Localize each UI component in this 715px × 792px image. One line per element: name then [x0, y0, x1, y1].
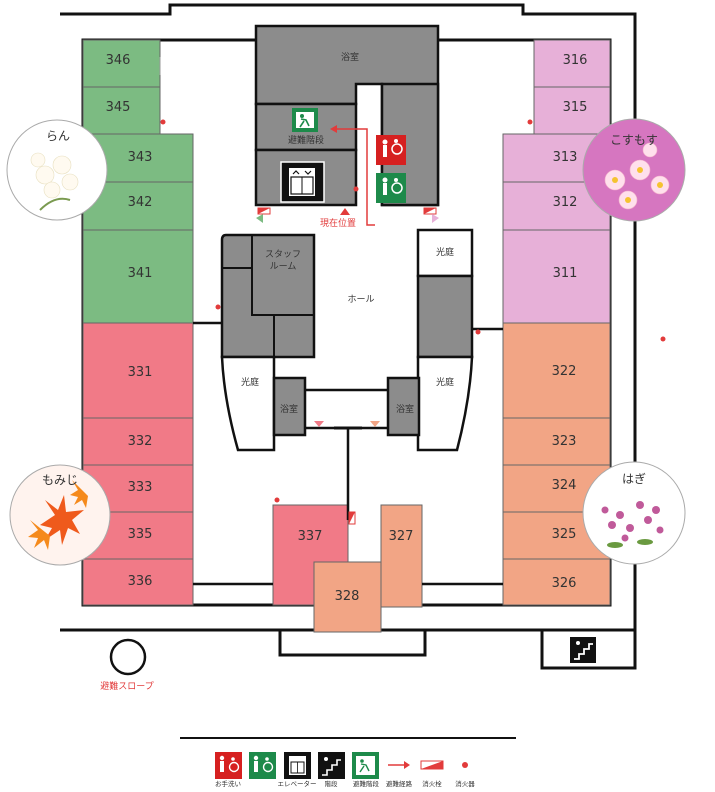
room-label-335: 335 [128, 527, 153, 542]
stairs-icon [570, 637, 596, 663]
badge-kosumosu-label: こすもす [610, 133, 658, 147]
fire-hydrant-markers [256, 207, 439, 525]
courtyard-right-top-label: 光庭 [436, 246, 454, 258]
right-courtyard: 光庭 浴室 [386, 355, 474, 452]
room-323 [502, 417, 611, 466]
room-label-337: 337 [298, 529, 323, 544]
left-courtyard: 光庭 浴室 [220, 355, 307, 452]
room-label-331: 331 [128, 365, 153, 380]
room-label-316: 316 [563, 53, 588, 68]
room-345 [82, 86, 161, 135]
evac-slope-label: 避難スロープ [100, 680, 153, 692]
room-label-343: 343 [128, 150, 153, 165]
room-label-322: 322 [552, 364, 577, 379]
room-label-333: 333 [128, 480, 153, 495]
room-label-341: 341 [128, 266, 153, 281]
room-label-324: 324 [552, 478, 577, 493]
legend-elevator-label: エレベーター [278, 779, 317, 788]
room-label-345: 345 [106, 100, 131, 115]
bath-left-label: 浴室 [280, 403, 298, 415]
room-328 [313, 561, 382, 633]
right-service-block: 光庭 [416, 228, 474, 359]
badge-momiji: もみじ [9, 464, 111, 566]
legend-wheelchair-icon [249, 752, 276, 779]
accessible-toilet-icon [376, 135, 406, 165]
legend-elevator-icon [284, 752, 311, 779]
legend-evac-route-label: 避難経路 [386, 779, 413, 788]
staff-room-label-1: スタッフ [265, 249, 301, 260]
room-label-328: 328 [335, 589, 360, 604]
hall-label: ホール [347, 294, 374, 305]
badge-kosumosu: こすもす [582, 118, 686, 222]
room-label-332: 332 [128, 434, 153, 449]
legend: お手洗い エレベーター 階段 避難階段 避難経路 消火栓 消火器 [215, 752, 475, 788]
legend-emergency-exit-icon [352, 752, 379, 779]
courtyard-left-label: 光庭 [241, 376, 259, 388]
legend-extinguisher-label: 消火器 [455, 779, 475, 788]
current-location-marker: 現在位置 [320, 208, 356, 229]
room-346 [82, 39, 161, 88]
room-label-311: 311 [553, 266, 578, 281]
elevator-icon [280, 161, 325, 203]
momiji-area: 331 332 333 335 336 [82, 322, 194, 606]
staff-room-block: スタッフ ルーム [220, 233, 316, 359]
room-label-342: 342 [128, 195, 153, 210]
room-336 [82, 558, 194, 606]
staff-room-label-2: ルーム [270, 261, 297, 272]
room-322 [502, 322, 611, 419]
badge-ran: らん [6, 119, 108, 221]
legend-extinguisher-icon [462, 762, 468, 768]
room-label-315: 315 [563, 100, 588, 115]
legend-hydrant-icon [420, 760, 444, 770]
bath-right-label: 浴室 [396, 403, 414, 415]
evac-stairs-label: 避難階段 [288, 134, 324, 146]
badge-hagi: はぎ [582, 461, 686, 565]
room-316 [533, 39, 611, 88]
evac-route [330, 125, 375, 226]
room-label-312: 312 [553, 195, 578, 210]
badge-momiji-label: もみじ [42, 473, 78, 487]
room-label-313: 313 [553, 150, 578, 165]
legend-stairs-label: 階段 [325, 779, 339, 788]
wheelchair-icon [376, 173, 406, 203]
courtyard-right-label: 光庭 [436, 376, 454, 388]
center-bottom-rooms: 337 328 327 [272, 504, 423, 633]
room-327 [380, 504, 423, 608]
hagi-area: 322 323 324 325 326 [502, 322, 611, 606]
evac-slope: 避難スロープ [100, 638, 154, 692]
room-332 [82, 417, 194, 466]
room-311 [502, 229, 611, 324]
badge-hagi-label: はぎ [622, 472, 646, 486]
bath-top-label: 浴室 [341, 51, 359, 63]
legend-hydrant-label: 消火栓 [422, 779, 442, 788]
legend-toilet-label: お手洗い [215, 779, 241, 788]
room-315 [533, 86, 611, 135]
room-label-323: 323 [552, 434, 577, 449]
extinguisher-markers [160, 119, 666, 503]
room-label-346: 346 [106, 53, 131, 68]
legend-stairs-icon [318, 752, 345, 779]
room-label-327: 327 [389, 529, 414, 544]
room-326 [502, 558, 611, 606]
emergency-exit-icon [292, 108, 318, 132]
room-label-325: 325 [552, 527, 577, 542]
corridor-walls [159, 57, 503, 586]
legend-evac-stairs-label: 避難階段 [353, 779, 380, 788]
room-label-336: 336 [128, 574, 153, 589]
legend-toilet-icon [215, 752, 242, 779]
room-label-326: 326 [552, 576, 577, 591]
current-location-label: 現在位置 [320, 217, 356, 229]
legend-evac-route-icon [388, 761, 410, 769]
badge-ran-label: らん [46, 129, 70, 143]
room-331 [82, 322, 194, 419]
